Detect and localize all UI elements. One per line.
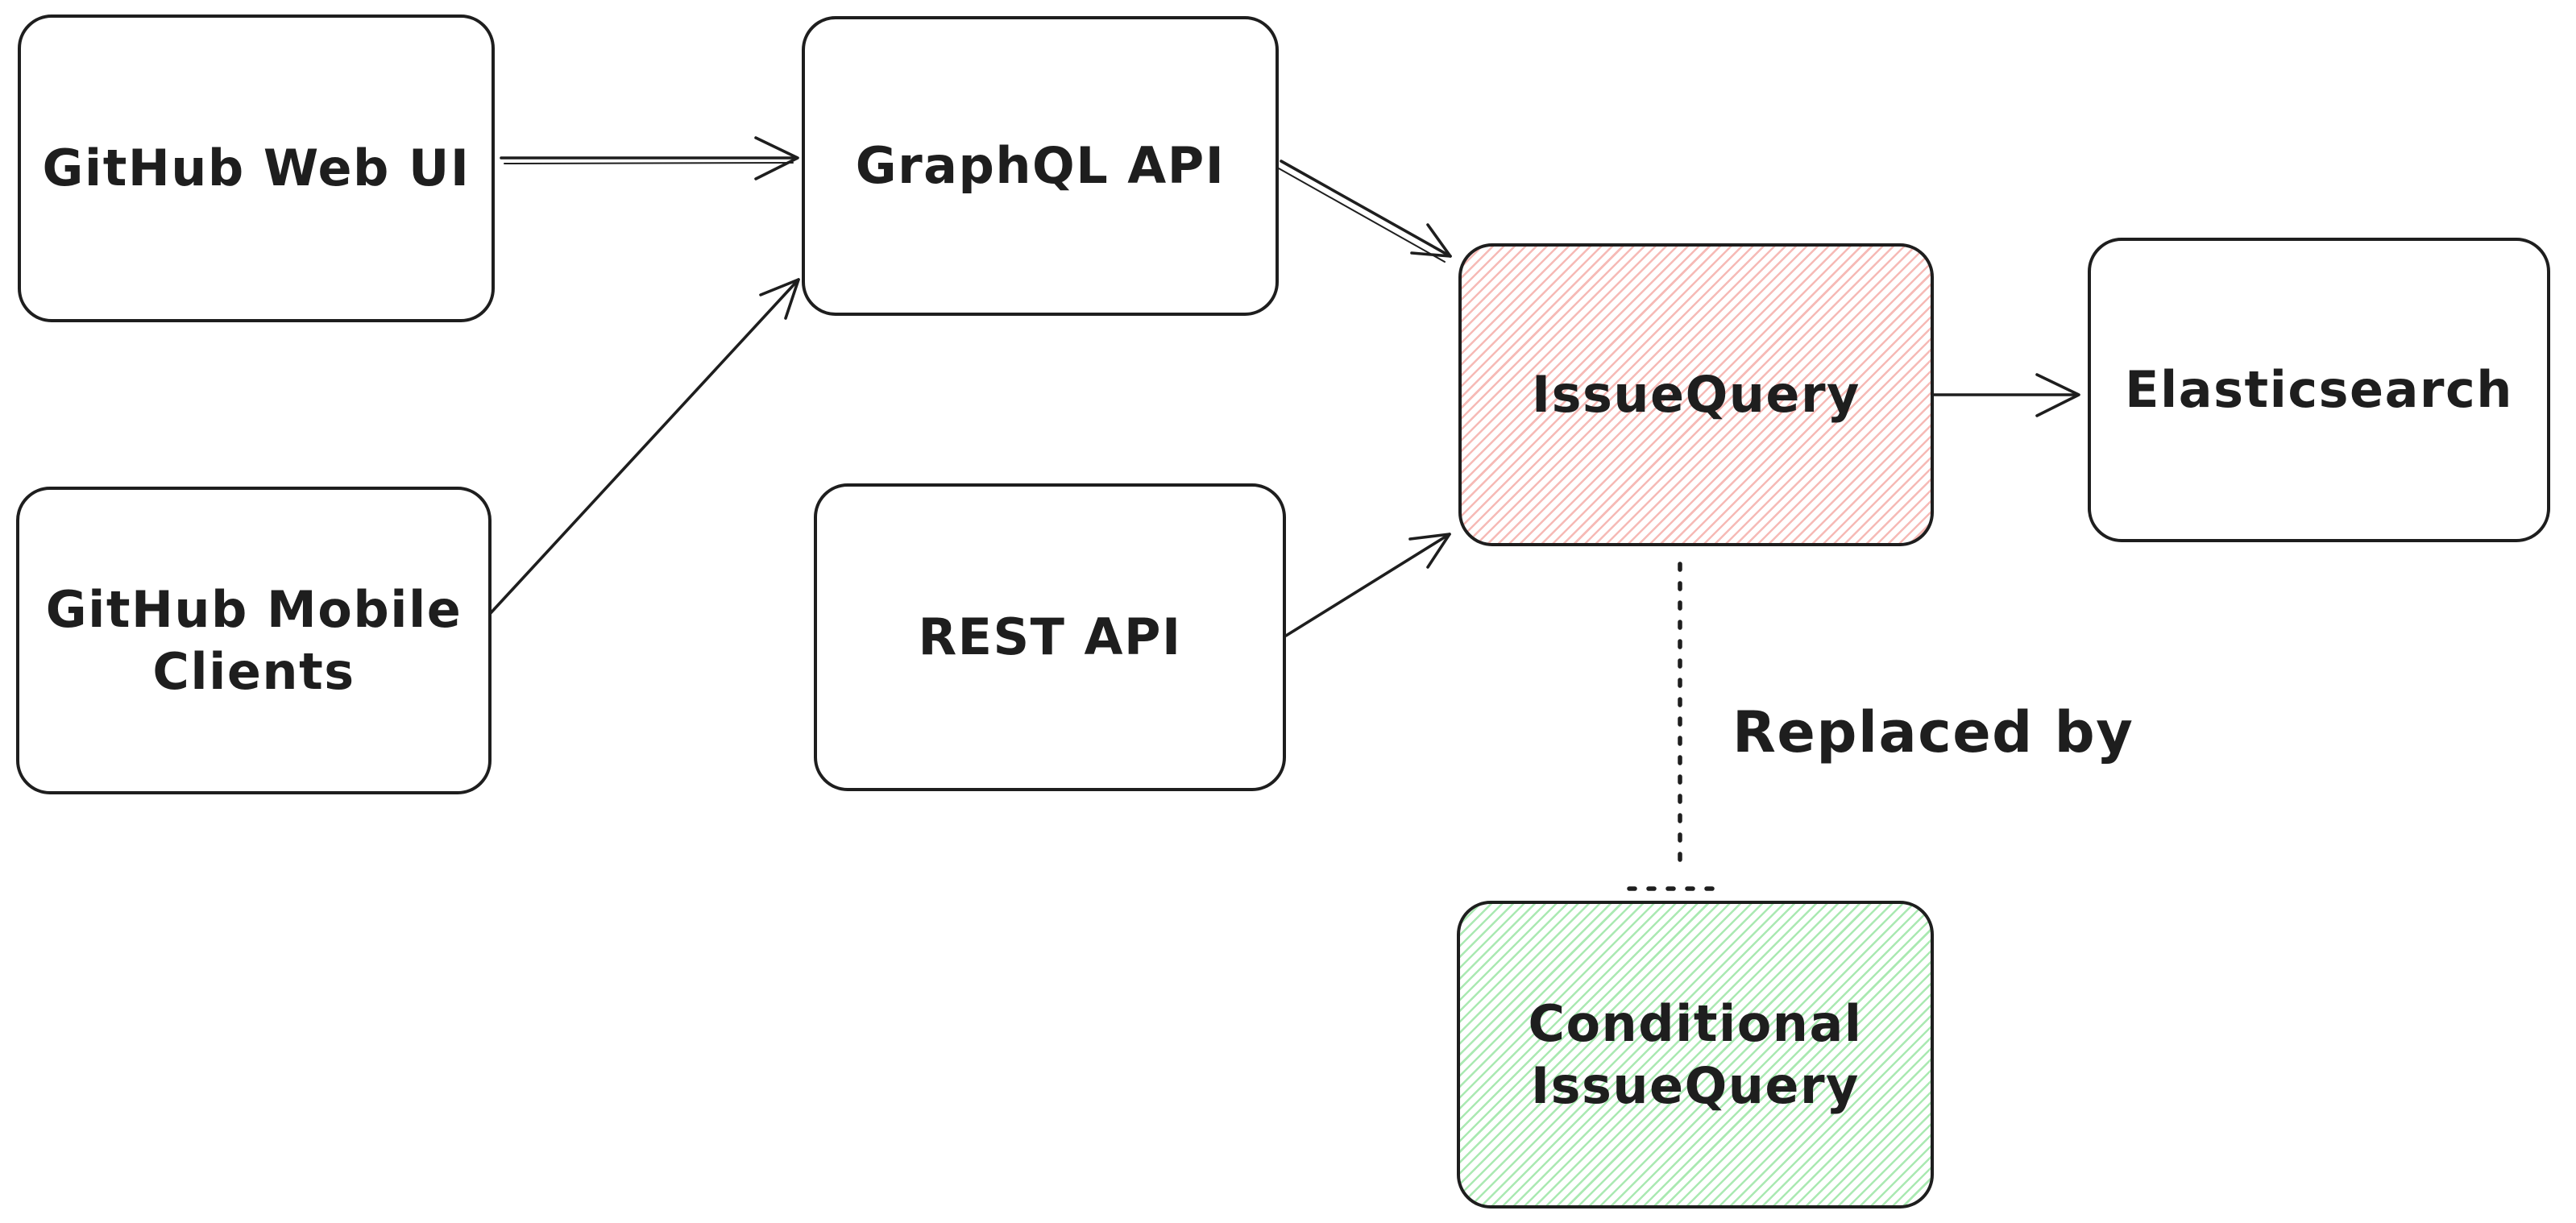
arrowhead: [1408, 533, 1451, 569]
arrowhead: [1410, 223, 1452, 258]
node-label: REST API: [918, 607, 1182, 667]
node-graphql-api: GraphQL API: [802, 16, 1279, 316]
edge-line-sketch: [504, 162, 794, 164]
edge-webui-to-graphql: [500, 136, 799, 180]
node-elasticsearch: Elasticsearch: [2088, 238, 2550, 542]
edge-mobile-to-graphql: [487, 278, 800, 616]
node-label: Elasticsearch: [2125, 360, 2513, 420]
arrowhead: [759, 278, 800, 320]
edge-rest-to-issuequery: [1284, 533, 1451, 637]
node-label: GraphQL API: [855, 136, 1226, 196]
node-label: IssueQuery: [1532, 365, 1860, 425]
node-github-mobile-clients: GitHub Mobile Clients: [16, 487, 492, 794]
node-label: GitHub Mobile Clients: [45, 579, 463, 702]
node-github-web-ui: GitHub Web UI: [18, 15, 495, 322]
edge-line: [1280, 160, 1452, 258]
node-conditional-issuequery: Conditional IssueQuery: [1457, 901, 1934, 1208]
arrowhead: [2035, 373, 2080, 417]
node-rest-api: REST API: [814, 483, 1286, 791]
edge-line-sketch: [1278, 168, 1446, 263]
node-label: Conditional IssueQuery: [1528, 993, 1863, 1116]
arrowhead: [754, 136, 799, 180]
edge-label-replaced-by: Replaced by: [1732, 699, 2134, 765]
node-issuequery: IssueQuery: [1458, 243, 1934, 546]
edge-graphql-to-issuequery: [1278, 160, 1452, 263]
edge-line: [487, 278, 800, 616]
edge-line: [1284, 533, 1451, 637]
edge-issuequery-to-conditional: [1627, 562, 1720, 891]
edge-issuequery-to-elasticsearch: [1929, 373, 2080, 417]
node-label: GitHub Web UI: [42, 139, 471, 198]
